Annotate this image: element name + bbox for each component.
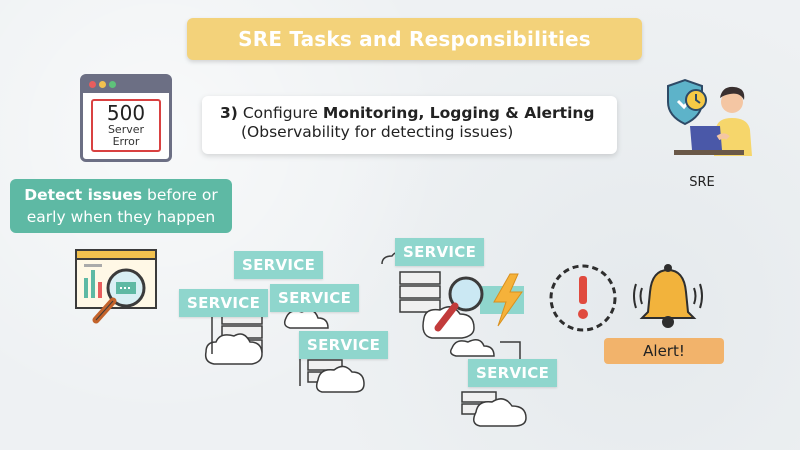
error-window-icon: 500 Server Error [80, 74, 172, 162]
service-label: SERVICE [179, 289, 269, 317]
clock-icon [685, 89, 707, 111]
detect-bold: Detect issues [24, 186, 143, 204]
service-label: SERVICE [468, 359, 558, 387]
sre-label: SRE [689, 175, 715, 190]
service-label: SERVICE [234, 251, 324, 279]
page-title: SRE Tasks and Responsibilities [187, 18, 642, 60]
step-number: 3) [220, 104, 238, 122]
service-label: SERVICE [270, 284, 360, 312]
engineer-icon [667, 78, 752, 156]
error-line-1: Server [107, 123, 145, 136]
alert-label: Alert! [604, 338, 724, 364]
detect-rest: before or [142, 186, 218, 204]
bell-icon [633, 264, 703, 328]
error-code: 500 [106, 101, 146, 125]
magnifier-icon [434, 273, 524, 332]
dashboard-magnifier-icon [75, 249, 157, 324]
step-verb: Configure [242, 104, 318, 122]
service-label: SERVICE [395, 238, 485, 266]
detect-issues-box: Detect issues before or early when they … [10, 179, 232, 233]
error-line-2: Error [112, 135, 140, 148]
warning-icon [549, 264, 617, 332]
step-card: 3) Configure Monitoring, Logging & Alert… [202, 96, 617, 154]
detect-line-2: early when they happen [26, 208, 216, 226]
step-focus: Monitoring, Logging & Alerting [322, 104, 595, 122]
service-label: SERVICE [299, 331, 389, 359]
lightning-icon [493, 273, 523, 327]
step-subtitle: (Observability for detecting issues) [241, 123, 514, 141]
